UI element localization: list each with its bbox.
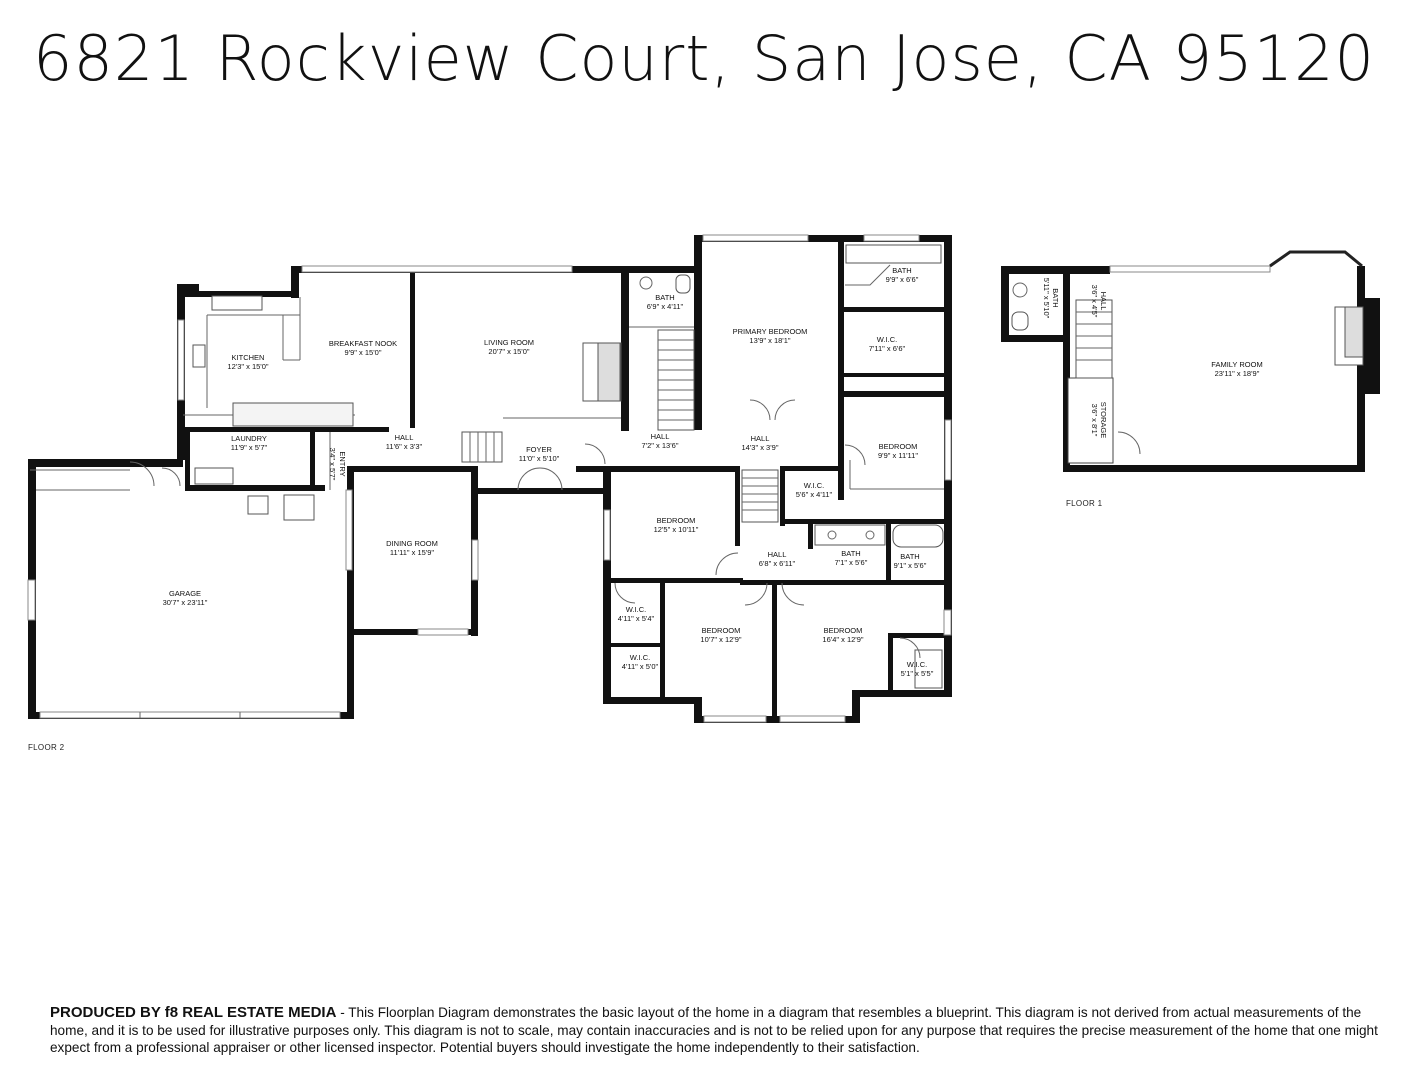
room-bath-small-name: BATH: [655, 293, 674, 302]
room-primary-bath-name: BATH: [892, 266, 911, 275]
room-hall-3-name: HALL: [751, 434, 770, 443]
room-entry-name: ENTRY: [338, 451, 347, 476]
room-primary-wic-size: 7'11" x 6'6": [869, 344, 906, 353]
floor-plan: KITCHEN 12'3" x 15'0" BREAKFAST NOOK 9'9…: [27, 234, 1380, 723]
room-dining-room-size: 11'11" x 15'9": [390, 548, 435, 557]
room-living-room-name: LIVING ROOM: [484, 338, 534, 347]
room-primary-bedroom-size: 13'9" x 18'1": [749, 336, 790, 345]
room-hall-1-size: 11'6" x 3'3": [386, 442, 423, 451]
room-dining-room-name: DINING ROOM: [386, 539, 438, 548]
room-foyer-name: FOYER: [526, 445, 552, 454]
floor1-walls: [1001, 266, 1380, 472]
room-bath-tub-size: 9'1" x 5'6": [894, 561, 927, 570]
room-bath-double-size: 7'1" x 5'6": [835, 558, 868, 567]
room-bedroom-c-size: 12'5" x 10'11": [654, 525, 699, 534]
room-f1-bath-size: 5'11" x 5'10": [1042, 278, 1051, 319]
rotated-labels: ENTRY 3'4" x 5'7" BATH 5'11" x 5'10" HAL…: [328, 278, 1108, 481]
room-bedroom-s2-size: 16'4" x 12'9": [822, 635, 863, 644]
room-f1-hall-name: HALL: [1099, 292, 1108, 311]
room-bath-double-name: BATH: [841, 549, 860, 558]
footer-brand: PRODUCED BY f8 REAL ESTATE MEDIA: [50, 1004, 337, 1021]
room-bedroom-e-size: 9'9" x 11'11": [878, 451, 918, 460]
footer-text: - This Floorplan Diagram demonstrates th…: [50, 1005, 1378, 1055]
room-living-room-size: 20'7" x 15'0": [488, 347, 529, 356]
room-breakfast-nook-size: 9'9" x 15'0": [345, 348, 382, 357]
room-family-room-size: 23'11" x 18'9": [1215, 369, 1260, 378]
room-bedroom-s1-size: 10'7" x 12'9": [700, 635, 741, 644]
floor2-details: [27, 234, 1141, 723]
room-bath-small-size: 6'9" x 4'11": [647, 302, 684, 311]
room-bedroom-s2-name: BEDROOM: [824, 626, 863, 635]
room-wic-sw2-name: W.I.C.: [630, 653, 650, 662]
room-bedroom-c-name: BEDROOM: [657, 516, 696, 525]
room-bedroom-e-name: BEDROOM: [879, 442, 918, 451]
room-wic-mid-size: 5'6" x 4'11": [796, 490, 833, 499]
floor2-walls: [28, 235, 952, 723]
room-garage-size: 30'7" x 23'11": [163, 598, 208, 607]
room-primary-wic-name: W.I.C.: [877, 335, 897, 344]
room-garage-name: GARAGE: [169, 589, 201, 598]
room-hall-2-size: 7'2" x 13'6": [642, 441, 679, 450]
page-title: 6821 Rockview Court, San Jose, CA 95120: [33, 22, 1375, 95]
disclaimer-footer: PRODUCED BY f8 REAL ESTATE MEDIA - This …: [50, 1004, 1380, 1057]
room-f1-bath-name: BATH: [1051, 288, 1060, 307]
room-f1-storage-size: 3'6" x 8'1": [1090, 404, 1099, 437]
room-hall-1-name: HALL: [395, 433, 414, 442]
room-hall-3-size: 14'3" x 3'9": [742, 443, 779, 452]
room-f1-hall-size: 3'6" x 4'5": [1090, 285, 1099, 318]
room-breakfast-nook-name: BREAKFAST NOOK: [329, 339, 397, 348]
room-kitchen-size: 12'3" x 15'0": [227, 362, 268, 371]
room-family-room-name: FAMILY ROOM: [1211, 360, 1262, 369]
floor1-details: [1011, 250, 1364, 464]
room-laundry-name: LAUNDRY: [231, 434, 267, 443]
room-f1-storage-name: STORAGE: [1099, 402, 1108, 439]
room-wic-sw2-size: 4'11" x 5'0": [622, 662, 659, 671]
room-wic-se-name: W.I.C.: [907, 660, 927, 669]
room-hall-2-name: HALL: [651, 432, 670, 441]
room-wic-sw1-name: W.I.C.: [626, 605, 646, 614]
room-primary-bedroom-name: PRIMARY BEDROOM: [733, 327, 808, 336]
room-kitchen-name: KITCHEN: [232, 353, 265, 362]
room-primary-bath-size: 9'9" x 6'6": [886, 275, 919, 284]
room-laundry-size: 11'9" x 5'7": [231, 443, 268, 452]
room-foyer-size: 11'0" x 5'10": [519, 454, 560, 463]
room-hall-4-name: HALL: [768, 550, 787, 559]
room-wic-se-size: 5'1" x 5'5": [901, 669, 934, 678]
floor-1-label: FLOOR 1: [1066, 499, 1103, 508]
room-entry-size: 3'4" x 5'7": [328, 448, 337, 481]
room-labels: KITCHEN 12'3" x 15'0" BREAKFAST NOOK 9'9…: [163, 266, 1263, 678]
room-bedroom-s1-name: BEDROOM: [702, 626, 741, 635]
room-wic-mid-name: W.I.C.: [804, 481, 824, 490]
floor-2-label: FLOOR 2: [28, 743, 65, 752]
room-wic-sw1-size: 4'11" x 5'4": [618, 614, 655, 623]
room-hall-4-size: 6'8" x 6'11": [759, 559, 796, 568]
room-bath-tub-name: BATH: [900, 552, 919, 561]
